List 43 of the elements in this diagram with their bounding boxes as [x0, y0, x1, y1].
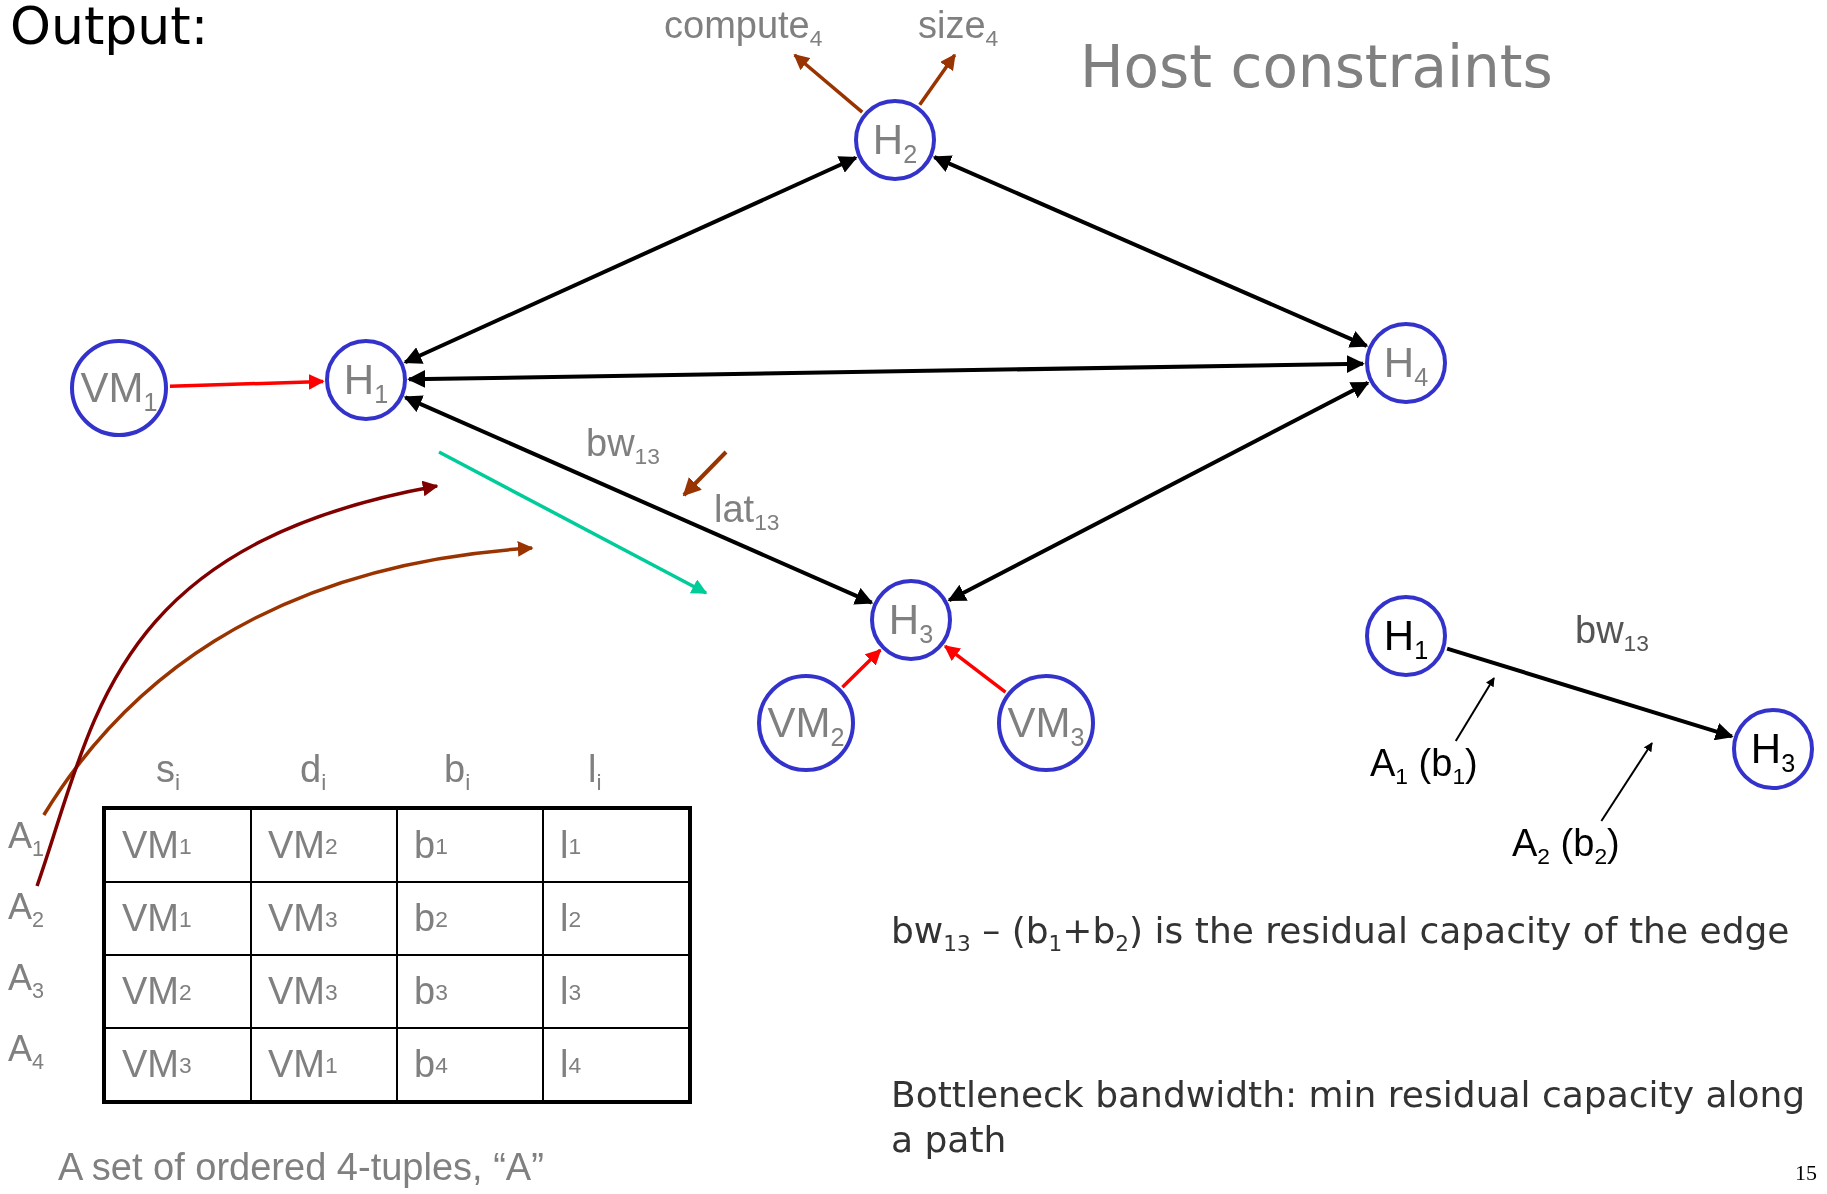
arrow	[403, 155, 858, 365]
vm-circle: VM$_{2}$	[757, 674, 855, 772]
row-label: A$_{2}$	[8, 889, 45, 925]
constraint-label: compute$_{4}$	[664, 6, 823, 44]
leader-line	[1454, 677, 1495, 742]
flow-label: A$_{1}$ (b$_{1}$)	[1370, 744, 1478, 782]
edge-annotation: bw$_{13}$	[586, 424, 660, 462]
host-circle: H$_{1}$	[1365, 595, 1447, 677]
column-header: d$_{i}$	[300, 750, 327, 788]
leader-line	[42, 541, 534, 816]
row-label: A$_{4}$	[8, 1031, 45, 1067]
note-text: Bottleneck bandwidth: min residual capacity along a path	[891, 1073, 1807, 1162]
row-label: A$_{3}$	[8, 960, 45, 996]
column-header: b$_{i}$	[444, 750, 471, 788]
arrow	[793, 53, 864, 114]
host-circle: H$_{3}$	[870, 579, 952, 661]
constraint-label: size$_{4}$	[918, 6, 999, 44]
arrow	[943, 644, 1007, 694]
host-circle: H$_{1}$	[325, 339, 407, 421]
arrow	[918, 53, 957, 106]
column-header: l$_{i}$	[588, 750, 602, 788]
row-label: A$_{1}$	[8, 818, 45, 854]
host-circle: H$_{3}$	[1732, 708, 1814, 790]
vm-circle: VM$_{3}$	[997, 674, 1095, 772]
arrow	[947, 381, 1370, 602]
host-circle: H$_{2}$	[854, 99, 936, 181]
arrow	[407, 354, 1365, 389]
arrow	[932, 155, 1369, 348]
vm-circle: VM$_{1}$	[70, 339, 168, 437]
arrow	[169, 374, 325, 390]
edge-annotation: lat$_{13}$	[714, 490, 780, 528]
heading: Host constraints	[1080, 38, 1553, 96]
page-number: 15	[1795, 1160, 1817, 1186]
arrow	[1446, 646, 1734, 741]
arrow	[841, 648, 882, 689]
host-circle: H$_{4}$	[1365, 322, 1447, 404]
column-header: s$_{i}$	[156, 750, 181, 788]
note-text: bw$_{13}$ – (b$_{1}$+b$_{2}$) is the residual capacity of the edge	[891, 909, 1791, 953]
leader-line	[1600, 742, 1653, 822]
table-caption: A set of ordered 4-tuples, “A”	[58, 1148, 544, 1186]
leader-line	[35, 481, 439, 887]
flow-label: A$_{2}$ (b$_{2}$)	[1512, 824, 1620, 862]
arrow	[403, 395, 874, 605]
